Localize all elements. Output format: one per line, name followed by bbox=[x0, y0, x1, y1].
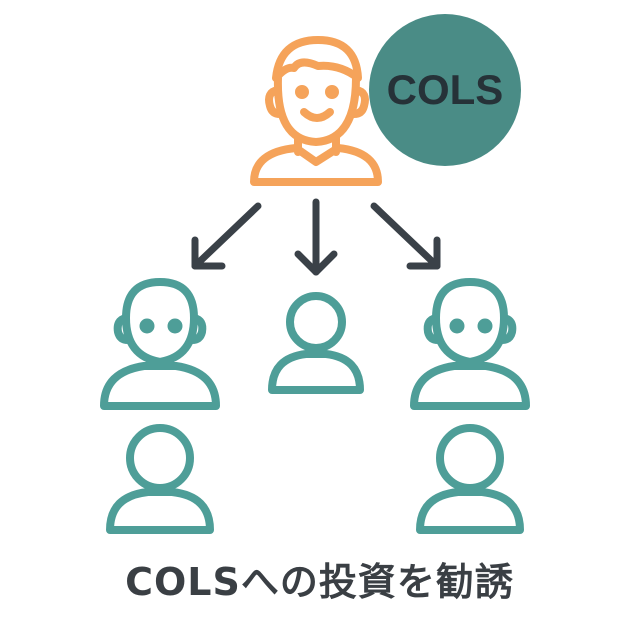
recruiter-person-icon bbox=[250, 36, 382, 186]
arrows-group bbox=[191, 198, 441, 276]
badge-label: COLS bbox=[387, 66, 504, 113]
arrow-down-right-icon bbox=[370, 202, 441, 270]
recruit-person-icon bbox=[268, 292, 364, 394]
recruit-person-icon bbox=[416, 424, 524, 534]
recruit-person-icon bbox=[410, 278, 530, 410]
recruit-person-icon bbox=[106, 424, 214, 534]
recruit-person-icon bbox=[100, 278, 220, 410]
diagram-caption: COLSへの投資を勧誘 bbox=[125, 560, 514, 604]
arrow-down-icon bbox=[294, 198, 338, 276]
cols-badge: COLS bbox=[369, 14, 521, 166]
badge-circle bbox=[369, 14, 521, 166]
arrow-down-left-icon bbox=[191, 202, 262, 270]
